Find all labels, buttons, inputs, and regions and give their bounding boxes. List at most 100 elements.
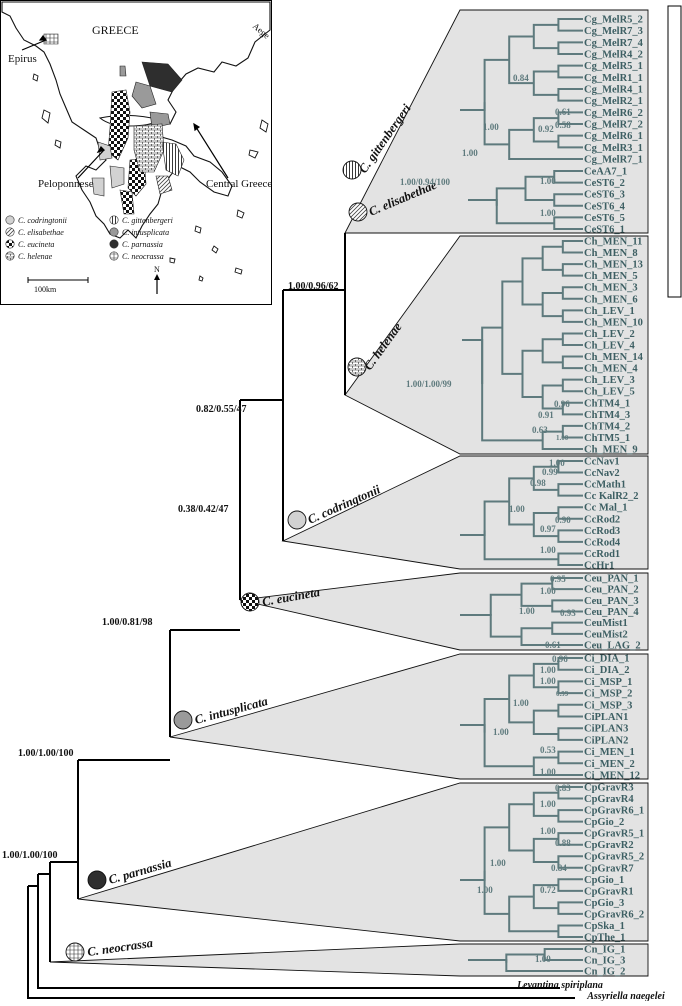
- support-value-euc_c: 1.00: [519, 606, 535, 616]
- tip-label-elisabethae: CeST6_1: [584, 225, 625, 236]
- tip-label-intusplicata: Ci_DIA_2: [584, 665, 630, 676]
- tip-label-helenae: Ch_MEN_13: [584, 260, 643, 271]
- tip-label-helenae: ChTM4_3: [584, 410, 630, 421]
- support-value-neo_a: 1.00: [535, 954, 551, 964]
- backbone-branch: [37, 874, 560, 989]
- tip-label-eucineta: CeuMist1: [584, 618, 628, 629]
- tip-label-helenae: Ch_MEN_10: [584, 317, 643, 328]
- legend-label-c-codringtonii: C. codringtonii: [18, 216, 67, 225]
- support-value-par_c: 1.00: [540, 826, 556, 836]
- tip-label-elisabethae: CeST6_2: [584, 178, 625, 189]
- support-value-hel_c: 0.63: [532, 425, 548, 435]
- support-value-euc_d: 0.93: [560, 608, 576, 618]
- tip-label-gittenbergeri: Cg_MelR3_1: [584, 143, 643, 154]
- support-value-cod_c: 0.98: [530, 478, 546, 488]
- support-value-par_a: 0.83: [555, 783, 571, 793]
- tip-label-gittenbergeri: Cg_MelR4_2: [584, 50, 643, 61]
- tip-label-parnassia: CpThe_1: [584, 933, 625, 944]
- tip-label-parnassia: CpGio_3: [584, 898, 624, 909]
- support-value-par_e: 0.84: [551, 863, 567, 873]
- tip-label-codringtonii: CcRod3: [584, 526, 620, 537]
- branch-stem-gittenbergeri: [460, 102, 486, 111]
- tip-label-gittenbergeri: Cg_MelR2_1: [584, 96, 643, 107]
- legend-label-c-helenae: C. helenae: [18, 252, 53, 261]
- inner-branches: [460, 18, 583, 972]
- legend-swatch-c-eucineta: [5, 239, 15, 249]
- tip-label-intusplicata: Ci_MEN_1: [584, 747, 635, 758]
- branch-stem-neocrassa: [468, 959, 508, 963]
- support-value-int_g: 0.53: [540, 745, 556, 755]
- legend-swatch-c-gittenbergeri: [109, 215, 119, 225]
- clade-symbol-c-intusplicata: [173, 710, 193, 730]
- tip-label-helenae: Ch_LEV_2: [584, 329, 635, 340]
- tip-label-helenae: Ch_MEN_11: [584, 237, 642, 248]
- tip-label-parnassia: CpGravR5_2: [584, 852, 644, 863]
- tip-label-codringtonii: Cc KalR2_2: [584, 491, 639, 502]
- patch-codringtonii-2: [109, 165, 125, 189]
- patch-eucineta-3: [119, 189, 135, 215]
- support-value-ingroup: 1.00/1.00/100: [18, 748, 74, 759]
- tip-label-gittenbergeri: Cg_MelR4_1: [584, 85, 643, 96]
- tip-label-helenae: Ch_MEN_14: [584, 352, 644, 363]
- tip-label-helenae: ChTM5_1: [584, 433, 630, 444]
- tip-label-helenae: Ch_LEV_3: [584, 375, 635, 386]
- branch-stem-helenae: [462, 339, 484, 384]
- map-label-peloponnese: Peloponnese: [38, 178, 94, 190]
- legend-swatch-c-helenae: [5, 251, 15, 261]
- legend-label-c-gittenbergeri: C. gittenbergeri: [122, 216, 173, 225]
- branch-helenae: [541, 292, 563, 318]
- tip-label-eucineta: Ceu_PAN_4: [584, 607, 639, 618]
- tip-label-gittenbergeri: Cg_MelR7_1: [584, 155, 643, 166]
- patch-intusplicata-3: [149, 111, 171, 129]
- tip-label-gittenbergeri: Cg_MelR7_4: [584, 38, 644, 49]
- branch-helenae: [541, 338, 563, 364]
- support-value-int_b: 1.00: [540, 665, 556, 675]
- tip-label-helenae: Ch_MEN_3: [584, 283, 638, 294]
- clade-name-c-neocrassa: C. neocrassa: [86, 936, 153, 959]
- map-label-greece: GREECE: [92, 23, 139, 37]
- north-arrow-icon: [154, 274, 160, 294]
- support-value-euc_b: 1.00: [540, 586, 556, 596]
- tip-label-eucineta: Ceu_PAN_2: [584, 585, 639, 596]
- support-value-git_b: 0.61: [555, 107, 571, 117]
- clade-box-codringtonii: [281, 455, 649, 570]
- support-value-int_h: 1.00: [540, 767, 556, 777]
- tip-label-intusplicata: Ci_MEN_2: [584, 759, 635, 770]
- tip-label-gittenbergeri: Cg_MelR6_1: [584, 131, 643, 142]
- branch-neocrassa: [543, 948, 583, 961]
- tip-label-helenae: Ch_MEN_4: [584, 364, 638, 375]
- support-value-git_e: 1.00: [483, 122, 499, 132]
- support-value-n_hel_group: 0.82/0.55/47: [196, 404, 247, 415]
- tip-label-parnassia: CpGravR4: [584, 794, 634, 805]
- clade-symbol-c-codringtonii: [287, 510, 307, 530]
- clade-box-parnassia: [77, 782, 649, 942]
- tip-label-neocrassa: Cn_IG_2: [584, 967, 625, 978]
- support-value-root: 1.00/1.00/100: [2, 850, 58, 861]
- support-value-git_d: 0.92: [538, 124, 554, 134]
- tip-label-helenae: Ch_LEV_4: [584, 341, 636, 352]
- support-value-n_top: 1.00/0.96/62: [288, 281, 339, 292]
- clade-box-eucineta: [239, 572, 649, 651]
- tip-label-helenae: Ch_MEN_9: [584, 445, 638, 456]
- backbone-tree: [27, 233, 575, 999]
- tip-label-intusplicata: CiPLAN1: [584, 712, 628, 723]
- clade-symbol-c-eucineta: [240, 592, 260, 612]
- map-pointers: [21, 35, 229, 179]
- tip-label-intusplicata: Ci_DIA_1: [584, 654, 630, 665]
- backbone-branch: [27, 886, 575, 999]
- tip-label-neocrassa: Cn_IG_3: [584, 956, 625, 967]
- tip-label-elisabethae: CeAA7_1: [584, 167, 627, 178]
- patch-intusplicata-1: [131, 81, 157, 109]
- tip-label-helenae: Ch_MEN_8: [584, 248, 638, 259]
- support-value-par_d: 0.88: [555, 838, 571, 848]
- support-value-git_a: 0.84: [513, 73, 529, 83]
- tip-label-parnassia: CpGio_1: [584, 875, 624, 886]
- tip-label-gittenbergeri: Cg_MelR5_2: [584, 15, 643, 26]
- tip-label-codringtonii: CcNav1: [584, 457, 620, 468]
- tip-label-gittenbergeri: Cg_MelR7_2: [584, 120, 643, 131]
- legend-swatch-c-parnassia: [109, 239, 119, 249]
- branch-codringtonii: [483, 500, 559, 561]
